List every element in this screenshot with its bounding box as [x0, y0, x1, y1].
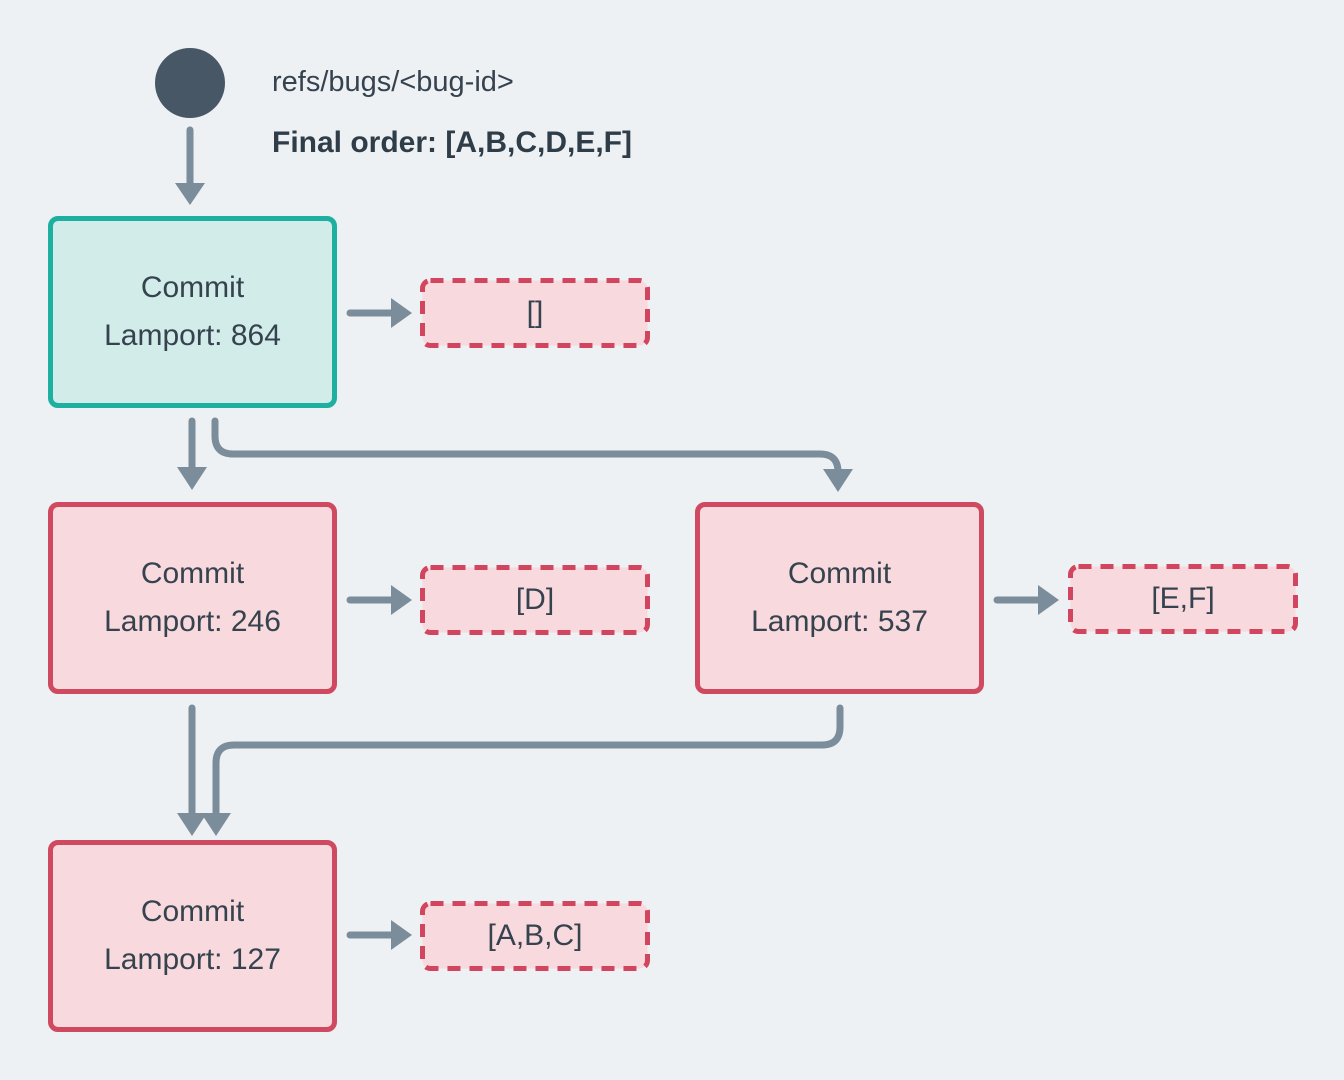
dashed-border: [420, 278, 650, 348]
output-box-246: [D]: [420, 565, 650, 635]
edge-commit864-to-output: [346, 298, 412, 328]
edge-commit537-to-commit127: [201, 704, 844, 836]
edge-commit864-to-commit246: [177, 417, 207, 490]
dashed-border: [1068, 564, 1298, 634]
output-label: [A,B,C]: [487, 919, 583, 952]
commit-title: Commit: [787, 557, 892, 590]
commit-node-537: Commit Lamport: 537: [695, 502, 984, 694]
ref-node-icon: [155, 48, 225, 118]
commit-lamport: Lamport: 127: [104, 943, 281, 976]
dashed-border: [420, 565, 650, 635]
commit-node-246: Commit Lamport: 246: [48, 502, 337, 694]
commit-lamport: Lamport: 246: [104, 605, 281, 638]
dashed-border: [420, 901, 650, 971]
commit-title: Commit: [140, 271, 245, 304]
output-label: []: [526, 296, 544, 329]
output-box-537: [E,F]: [1068, 564, 1298, 634]
commit-title: Commit: [140, 557, 245, 590]
commit-lamport: Lamport: 864: [104, 319, 281, 352]
edge-commit864-to-commit537: [211, 417, 853, 492]
output-box-864: []: [420, 278, 650, 348]
edge-commit537-to-output: [993, 585, 1059, 615]
output-label: [D]: [515, 583, 555, 616]
edge-commit127-to-output: [346, 920, 412, 950]
output-label: [E,F]: [1151, 582, 1215, 615]
final-order-label: Final order: [A,B,C,D,E,F]: [272, 126, 632, 159]
commit-node-127: Commit Lamport: 127: [48, 840, 337, 1032]
commit-title: Commit: [140, 895, 245, 928]
edge-commit246-to-commit127: [177, 704, 207, 836]
ref-label: refs/bugs/<bug-id>: [272, 66, 514, 98]
output-box-127: [A,B,C]: [420, 901, 650, 971]
edge-ref-to-commit864: [175, 126, 205, 205]
edge-commit246-to-output: [346, 585, 412, 615]
commit-lamport: Lamport: 537: [751, 605, 928, 638]
commit-node-864: Commit Lamport: 864: [48, 216, 337, 408]
